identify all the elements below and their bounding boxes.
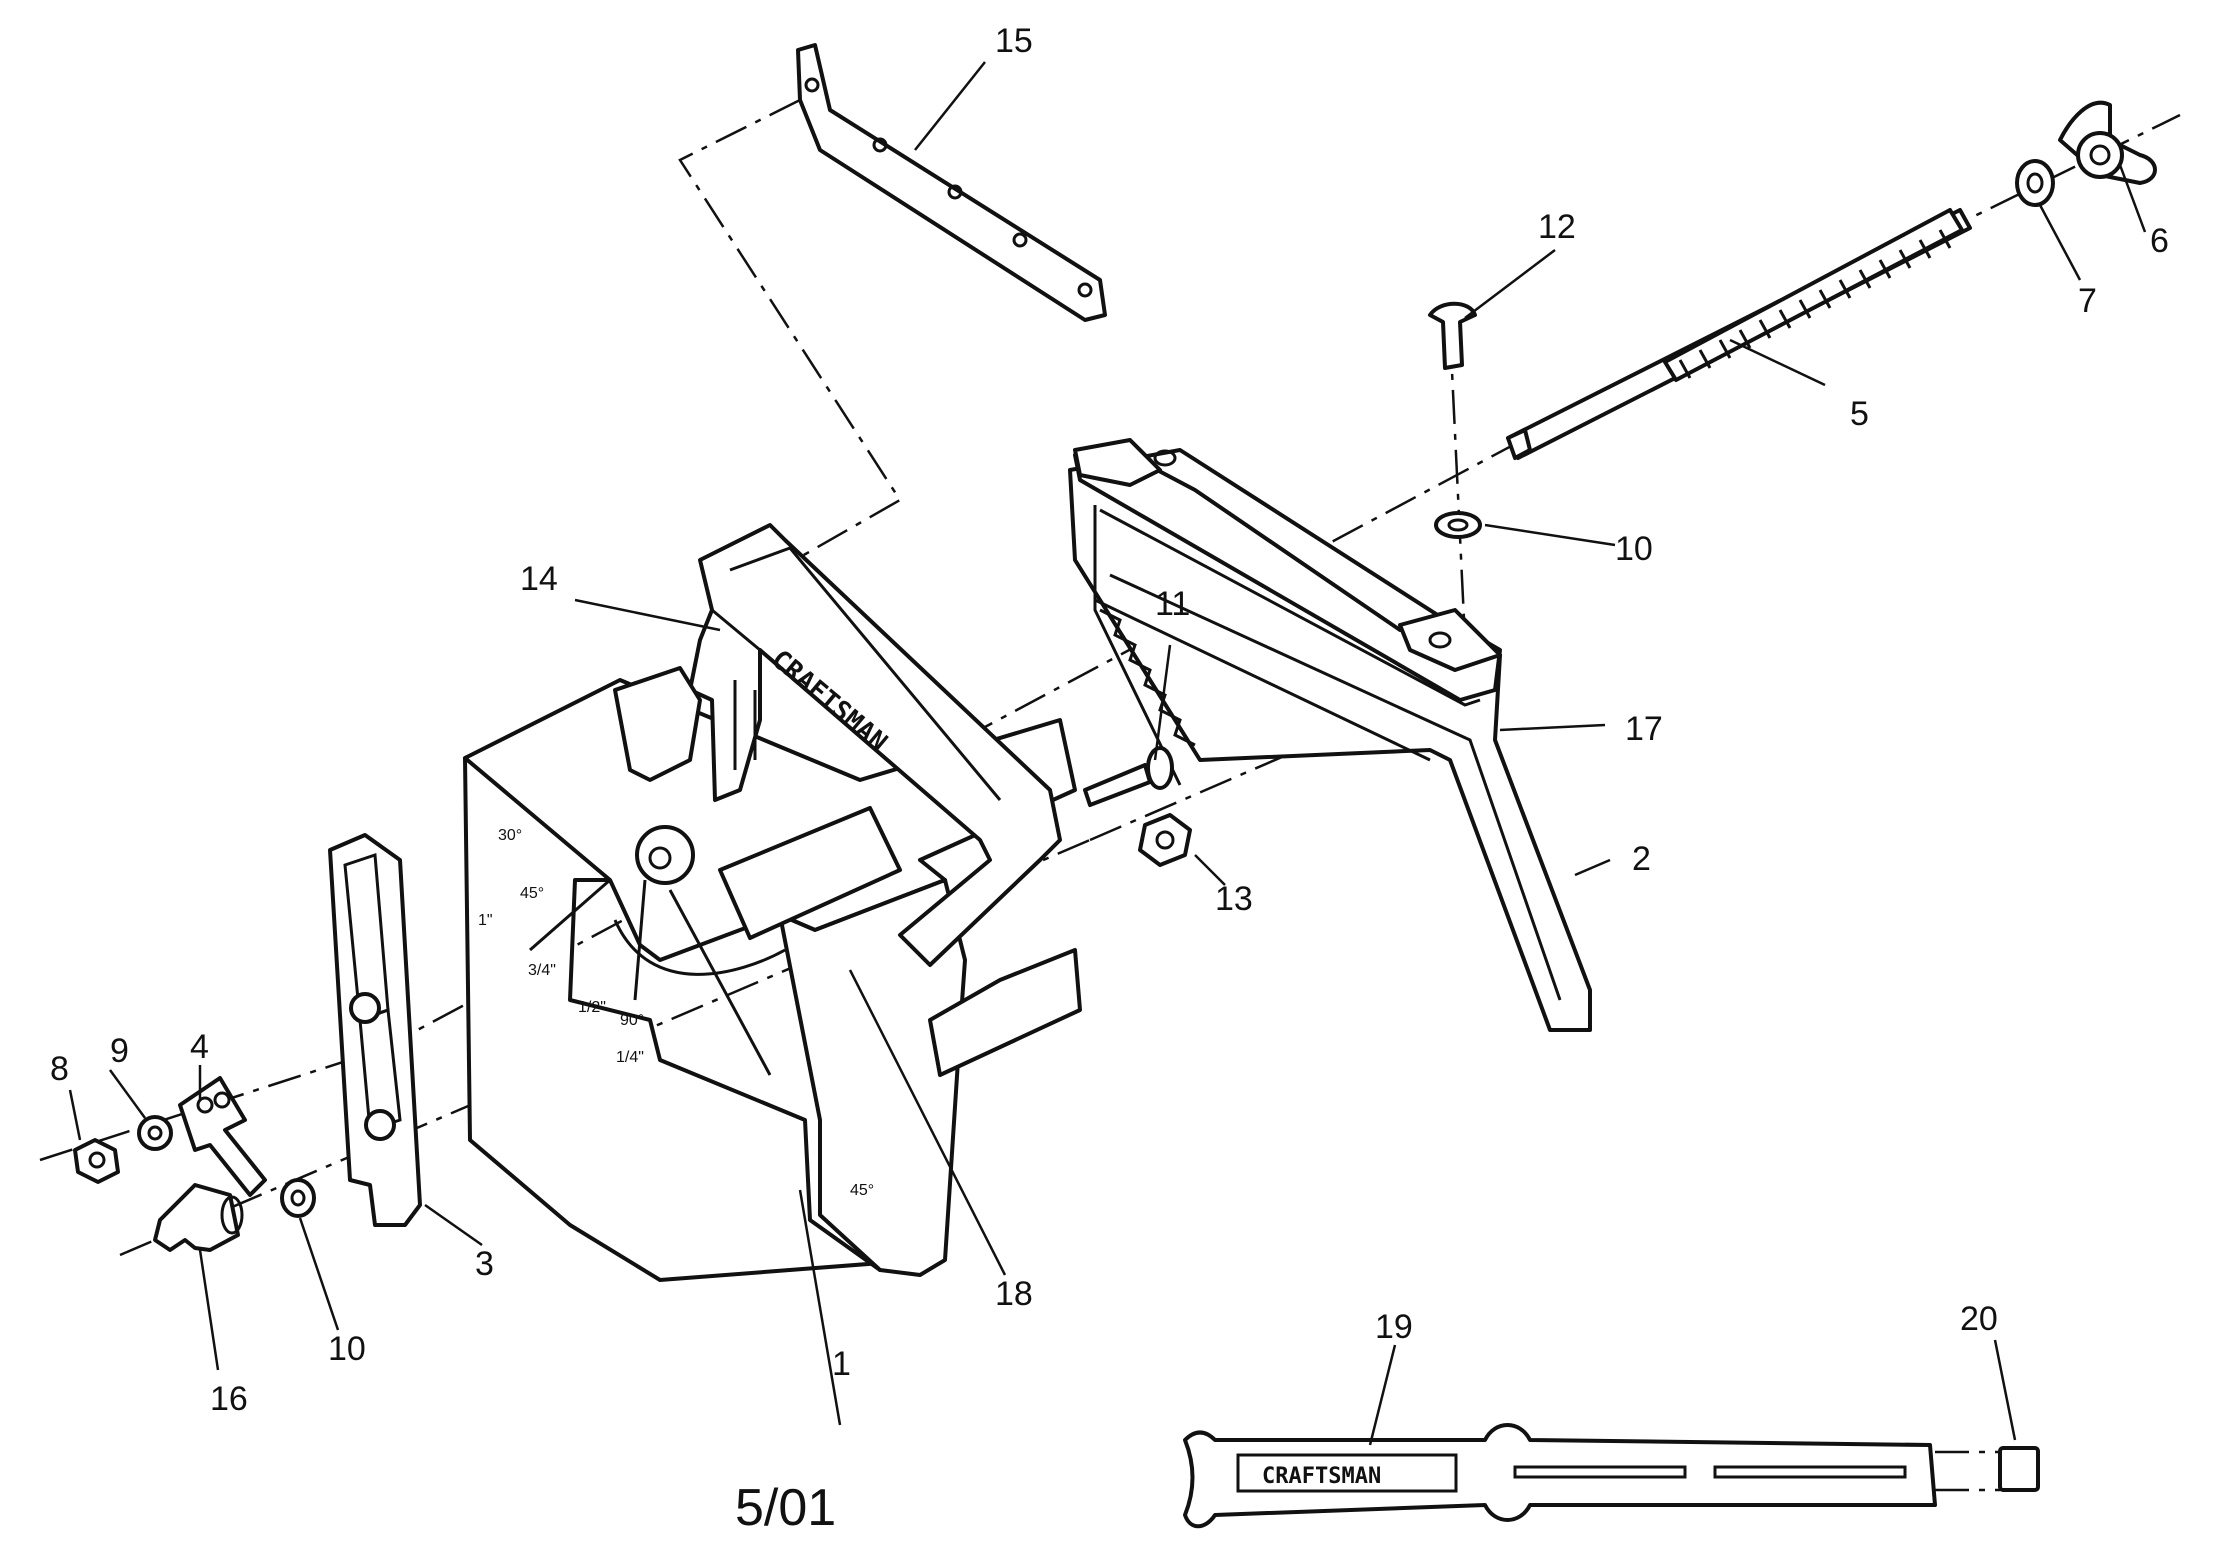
part-9-lock-washer [137, 1115, 173, 1151]
callout-numbers: 15 12 6 7 5 10 14 11 17 2 13 9 4 8 3 18 … [50, 22, 2169, 1418]
part-5-threaded-rod [1506, 208, 1972, 460]
callout-13: 13 [1215, 880, 1253, 918]
callout-15: 15 [995, 22, 1033, 60]
part-19-handle: CRAFTSMAN [1183, 1423, 1937, 1529]
part-1-miter-box [463, 678, 1082, 1282]
part-3-clamp-plate [328, 833, 422, 1227]
angle-mark-1: 30° [498, 827, 522, 844]
inch-mark-4: 1/4" [616, 1049, 644, 1066]
callout-9: 9 [110, 1032, 129, 1070]
callout-12: 12 [1538, 208, 1576, 246]
callout-1: 1 [832, 1345, 851, 1383]
part-8-hex-nut [73, 1138, 120, 1184]
callout-18: 18 [995, 1275, 1033, 1313]
part-14-saw-frame: CRAFTSMAN [613, 523, 1062, 967]
part-2-back-fence [1068, 438, 1592, 1032]
part-11-bolt [1083, 746, 1174, 807]
callout-7: 7 [2078, 282, 2097, 320]
callout-4: 4 [190, 1028, 209, 1066]
date-code: 5/01 [735, 1479, 836, 1537]
inch-mark-1: 1" [478, 912, 493, 929]
part-13-nut [1138, 813, 1192, 867]
scale-marks: 30° 45° 90° 45° 1" 3/4" 1/2" 1/4" [478, 827, 874, 1199]
callout-5: 5 [1850, 395, 1869, 433]
callout-6: 6 [2150, 222, 2169, 260]
miter-angle-clamp [529, 825, 786, 1076]
part-12-screw [1428, 301, 1477, 370]
angle-mark-3: 90° [620, 1012, 644, 1029]
callout-19: 19 [1375, 1308, 1413, 1346]
callout-3: 3 [475, 1245, 494, 1283]
callout-10-right: 10 [1615, 530, 1653, 568]
part-10-washer-right [1434, 511, 1482, 539]
part-6-wing-nut [2058, 100, 2157, 185]
angle-mark-4: 45° [850, 1182, 874, 1199]
part-10-washer-left [280, 1178, 316, 1218]
part-20-end-cap [1935, 1446, 2040, 1492]
inch-mark-3: 1/2" [578, 999, 606, 1016]
part-7-washer [2015, 159, 2055, 207]
inch-mark-2: 3/4" [528, 962, 556, 979]
callout-17: 17 [1625, 710, 1663, 748]
callout-10-left: 10 [328, 1330, 366, 1368]
callout-8: 8 [50, 1050, 69, 1088]
part-4-clamp-tab [178, 1076, 267, 1197]
part-15-guard-strip [796, 43, 1107, 322]
part-16-knob [153, 1183, 244, 1252]
callout-16: 16 [210, 1380, 248, 1418]
leader-lines [68, 61, 2147, 1446]
callout-2: 2 [1632, 840, 1651, 878]
callout-14: 14 [520, 560, 558, 598]
angle-mark-2: 45° [520, 885, 544, 902]
callout-20: 20 [1960, 1300, 1998, 1338]
callout-11: 11 [1155, 585, 1190, 623]
handle-brand-text: CRAFTSMAN [1262, 1464, 1381, 1489]
